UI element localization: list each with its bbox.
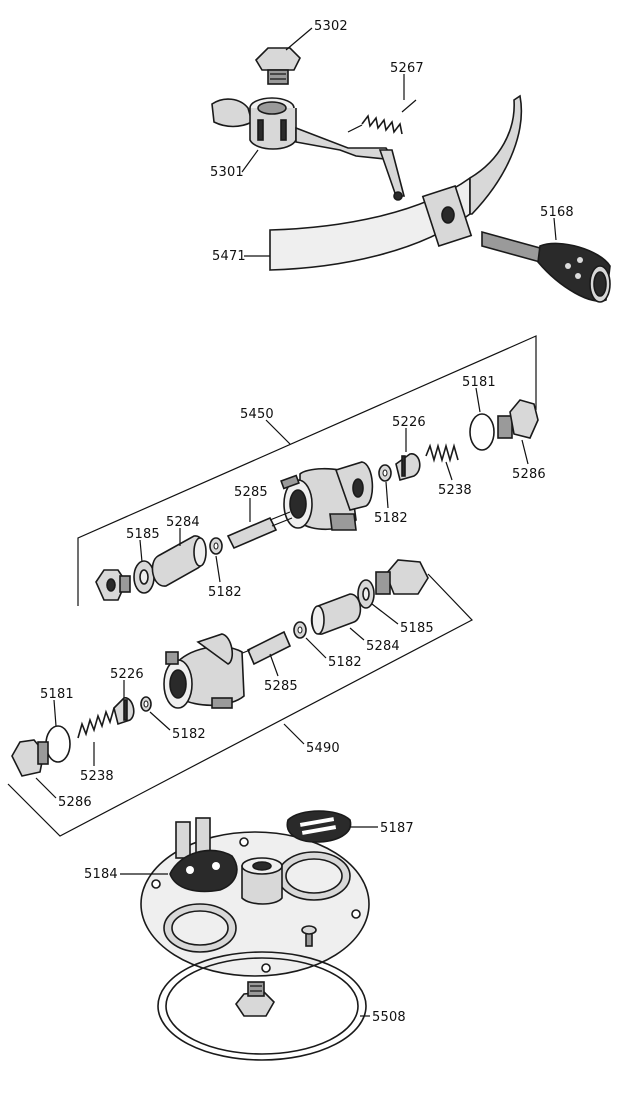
label-5471: 5471 bbox=[212, 249, 246, 264]
label-5284-bottom: 5284 bbox=[366, 639, 400, 654]
part-5450-valve-body bbox=[280, 461, 374, 531]
label-5226-top: 5226 bbox=[392, 415, 426, 430]
label-5301: 5301 bbox=[210, 165, 244, 180]
label-5285-bottom: 5285 bbox=[264, 679, 298, 694]
part-5302-cap bbox=[254, 47, 301, 85]
part-5182d-washer bbox=[140, 696, 152, 712]
part-5508-ring-gasket bbox=[157, 951, 367, 1061]
bracket-5450 bbox=[77, 335, 537, 606]
label-5182-bottom-left: 5182 bbox=[172, 727, 206, 742]
part-5450-nut-left bbox=[95, 569, 131, 601]
part-5490-nut-right bbox=[375, 559, 429, 595]
part-5226b-valve bbox=[113, 697, 135, 726]
label-5182-bottom-right: 5182 bbox=[328, 655, 362, 670]
part-5226a-valve bbox=[395, 453, 421, 481]
part-5181a-oring bbox=[469, 413, 495, 451]
label-5181-top: 5181 bbox=[462, 375, 496, 390]
label-5286-top: 5286 bbox=[512, 467, 546, 482]
label-5284-top: 5284 bbox=[166, 515, 200, 530]
part-5267-spring bbox=[347, 99, 417, 135]
part-5286a-plug bbox=[497, 399, 539, 439]
part-5181b-oring bbox=[45, 725, 71, 763]
part-5168-handle bbox=[481, 230, 611, 303]
part-5182b-washer bbox=[378, 464, 392, 482]
label-5226-bottom: 5226 bbox=[110, 667, 144, 682]
part-5490-valve-body bbox=[163, 633, 245, 709]
label-5302: 5302 bbox=[314, 19, 348, 34]
label-5508: 5508 bbox=[372, 1010, 406, 1025]
label-5238-top: 5238 bbox=[438, 483, 472, 498]
label-5185-bottom: 5185 bbox=[400, 621, 434, 636]
part-5185b-washer bbox=[357, 579, 375, 609]
part-labels: 5302 5267 5301 5168 5471 5450 5181 5226 … bbox=[40, 19, 574, 1025]
part-5182a-washer bbox=[209, 537, 223, 555]
part-5238b-spring bbox=[77, 707, 115, 739]
label-5184: 5184 bbox=[84, 867, 118, 882]
part-5285a-rod bbox=[226, 511, 293, 550]
part-5286b-plug bbox=[11, 739, 49, 777]
part-5182c-washer bbox=[293, 621, 307, 639]
label-5182-top-left: 5182 bbox=[208, 585, 242, 600]
label-5187: 5187 bbox=[380, 821, 414, 836]
label-5181-bottom: 5181 bbox=[40, 687, 74, 702]
part-5301-collar bbox=[211, 97, 396, 161]
label-5238-bottom: 5238 bbox=[80, 769, 114, 784]
bracket-5490 bbox=[7, 573, 473, 837]
part-5284a-cylinder bbox=[151, 535, 207, 587]
part-5285b-rod bbox=[239, 630, 292, 666]
part-5184-gasket bbox=[169, 849, 238, 893]
leader-lines bbox=[35, 27, 557, 1017]
label-5267: 5267 bbox=[390, 61, 424, 76]
part-band-5471 bbox=[269, 94, 523, 271]
label-5286-bottom: 5286 bbox=[58, 795, 92, 810]
part-5238a-spring bbox=[425, 443, 459, 463]
part-5185a-washer bbox=[133, 560, 155, 594]
label-5185-top: 5185 bbox=[126, 527, 160, 542]
label-5490: 5490 bbox=[306, 741, 340, 756]
label-5285-top: 5285 bbox=[234, 485, 268, 500]
part-5284b-cylinder bbox=[310, 593, 362, 635]
part-5187-gasket bbox=[286, 810, 352, 843]
label-5182-top-right: 5182 bbox=[374, 511, 408, 526]
label-5450: 5450 bbox=[240, 407, 274, 422]
label-5168: 5168 bbox=[540, 205, 574, 220]
part-base-plate bbox=[140, 817, 370, 977]
